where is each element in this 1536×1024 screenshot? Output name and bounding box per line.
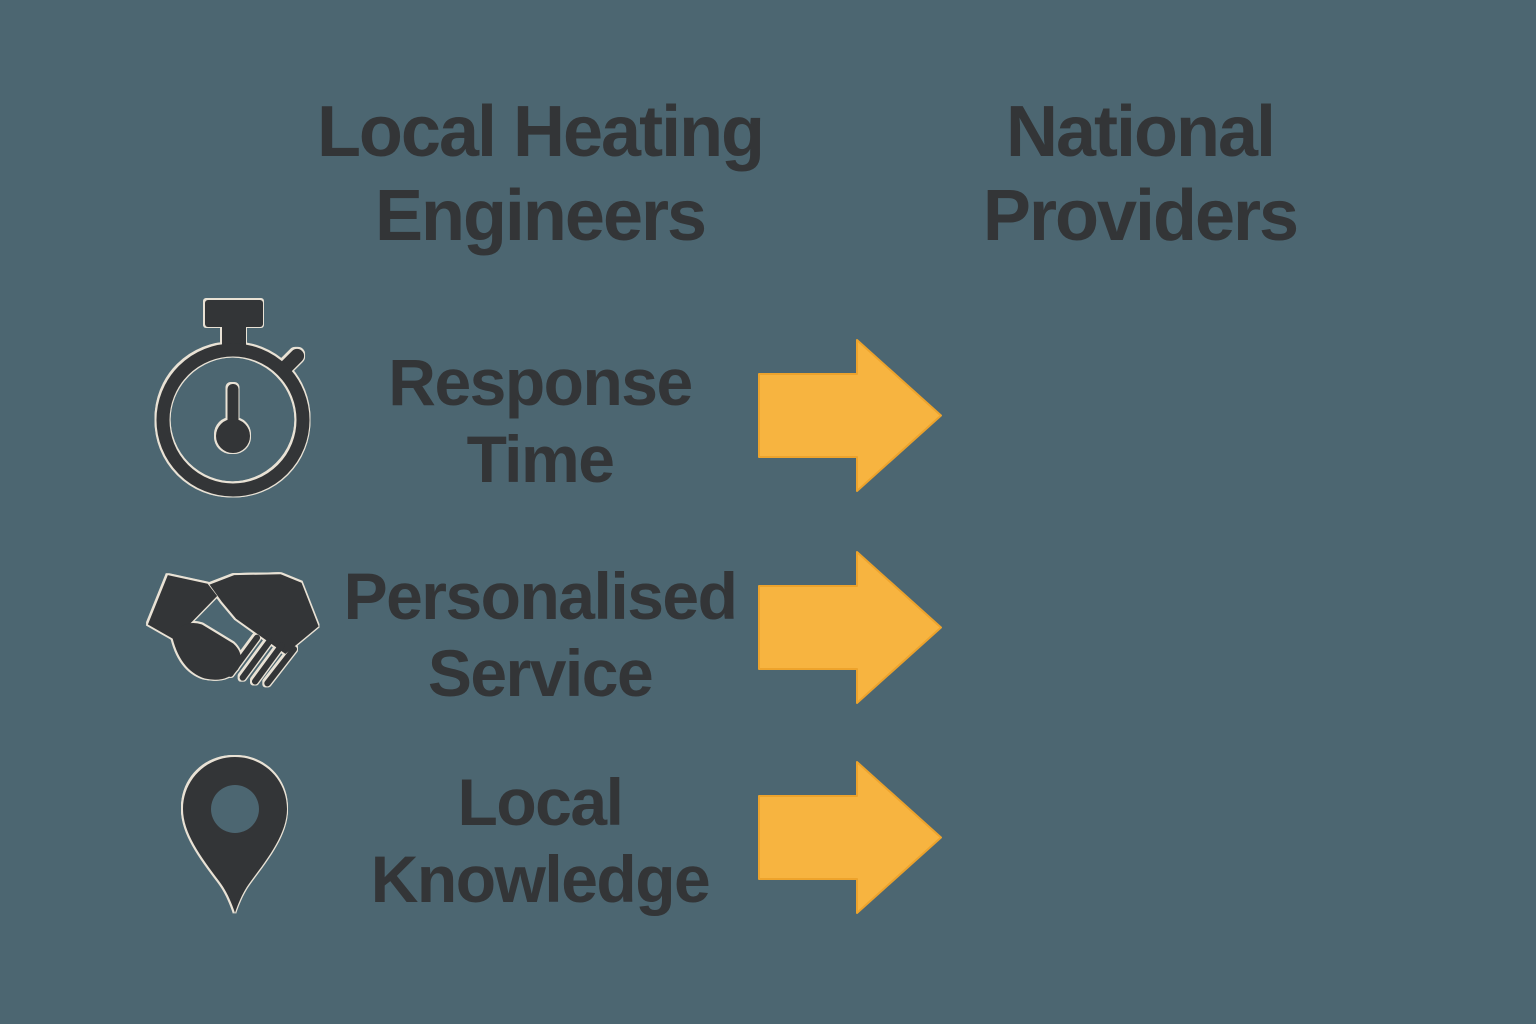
heading-line: Local Heating — [316, 92, 765, 172]
label-line: Local — [457, 765, 624, 839]
right-arrow-icon — [758, 338, 943, 493]
heading-local-heating-engineers: Local Heating Engineers — [140, 90, 940, 258]
location-pin-icon — [181, 755, 289, 917]
label-line: Knowledge — [370, 842, 711, 916]
right-arrow-icon — [758, 760, 943, 915]
feature-label-personalised-service: Personalised Service — [290, 558, 790, 712]
label-line: Service — [427, 636, 654, 710]
heading-line: National — [1005, 92, 1276, 172]
heading-line: Providers — [982, 176, 1299, 256]
feature-label-local-knowledge: Local Knowledge — [290, 764, 790, 918]
feature-label-response-time: Response Time — [290, 344, 790, 498]
heading-line: Engineers — [374, 176, 707, 256]
heading-national-providers: National Providers — [940, 90, 1340, 258]
label-line: Personalised — [343, 559, 738, 633]
stopwatch-icon — [156, 298, 312, 504]
handshake-icon — [143, 560, 333, 707]
right-arrow-icon — [758, 550, 943, 705]
label-line: Time — [466, 422, 615, 496]
label-line: Response — [388, 345, 693, 419]
